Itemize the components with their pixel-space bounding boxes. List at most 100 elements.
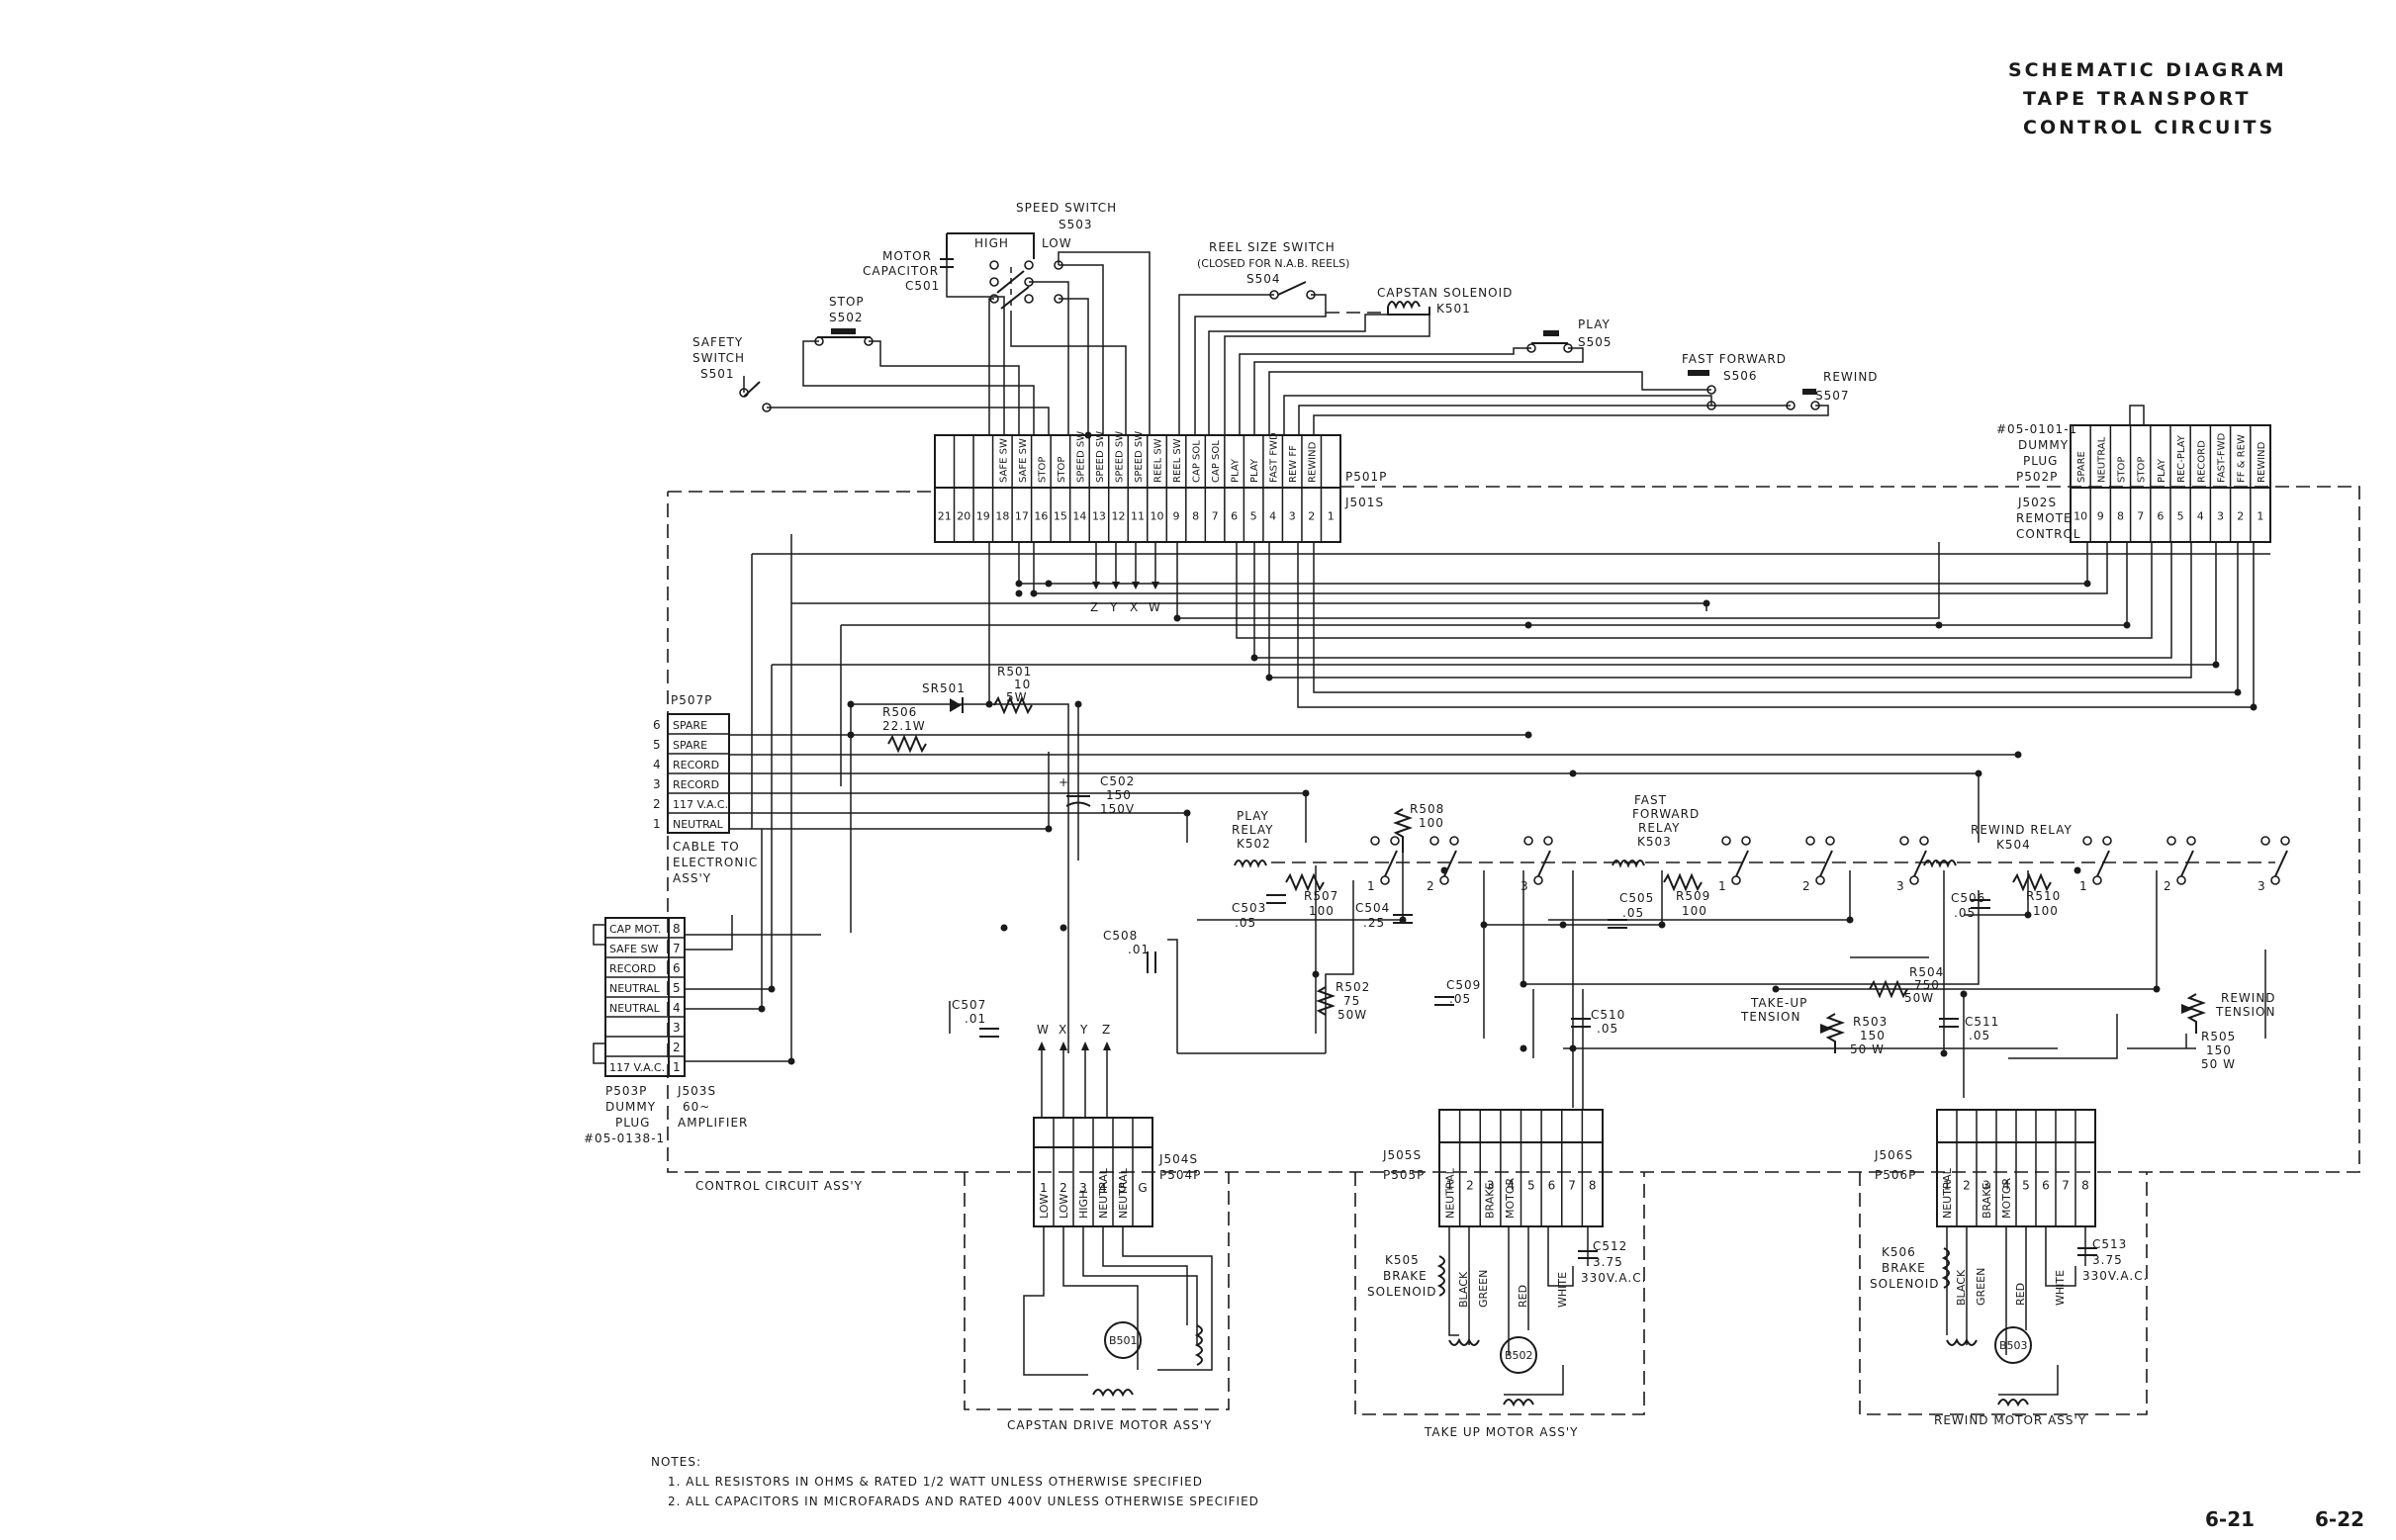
p501-signal-13: SPEED SW bbox=[1095, 431, 1106, 483]
c502-capacitor: C502 150 150V + bbox=[1059, 774, 1135, 816]
zyxw-arrows: Z Y X W bbox=[1090, 542, 1160, 614]
svg-text:Z: Z bbox=[1102, 1023, 1111, 1037]
j506b-wire-0: BRAKE bbox=[1981, 1183, 1993, 1219]
p501-signal-16: STOP bbox=[1037, 457, 1048, 483]
svg-text:HIGH: HIGH bbox=[974, 236, 1009, 250]
svg-text:CABLE TO: CABLE TO bbox=[673, 840, 740, 854]
c508-capacitor: C508 .01 bbox=[1103, 929, 1156, 973]
svg-text:B502: B502 bbox=[1505, 1349, 1533, 1362]
p502-signal-4: RECORD bbox=[2196, 440, 2207, 483]
j505-pin-2: 2 bbox=[1466, 1179, 1474, 1193]
p501-signal-17: SAFE SW bbox=[1018, 438, 1029, 483]
j506-pin-3: 3 bbox=[1982, 1179, 1990, 1193]
svg-text:C501: C501 bbox=[905, 279, 940, 293]
svg-text:C508: C508 bbox=[1103, 929, 1138, 943]
p507-signal-4: RECORD bbox=[673, 759, 719, 771]
p507-pin-4: 4 bbox=[653, 758, 661, 771]
svg-text:PLUG: PLUG bbox=[615, 1116, 650, 1130]
p507-pin-2: 2 bbox=[653, 797, 661, 811]
p502-signal-6: PLAY bbox=[2157, 458, 2167, 483]
svg-text:K502: K502 bbox=[1237, 837, 1271, 851]
svg-text:P506P: P506P bbox=[1875, 1168, 1916, 1182]
svg-text:S502: S502 bbox=[829, 311, 864, 324]
title-block: SCHEMATIC DIAGRAM TAPE TRANSPORT CONTROL… bbox=[2008, 59, 2287, 138]
relay-2-contact-2: 2 bbox=[2164, 879, 2171, 893]
j505b-wire-1: MOTOR bbox=[1504, 1177, 1517, 1219]
p501-signal-9: REEL SW bbox=[1172, 438, 1183, 483]
j504-wire-0: LOW bbox=[1038, 1194, 1051, 1219]
p507-pin-6: 6 bbox=[653, 718, 661, 732]
svg-text:C509: C509 bbox=[1446, 978, 1481, 992]
p503-pin-3: 3 bbox=[673, 1021, 681, 1035]
j504-pin-1: 1 bbox=[1040, 1181, 1048, 1195]
j505-color-white: WHITE bbox=[1556, 1272, 1569, 1308]
svg-text:PLUG: PLUG bbox=[2023, 454, 2058, 468]
stop-switch: STOP S502 bbox=[814, 295, 874, 346]
svg-text:J504S: J504S bbox=[1158, 1152, 1198, 1166]
svg-text:R510: R510 bbox=[2026, 889, 2061, 903]
p501-signal-12: SPEED SW bbox=[1114, 431, 1125, 483]
j504-pin-G: G bbox=[1138, 1181, 1147, 1195]
svg-text:SOLENOID: SOLENOID bbox=[1870, 1277, 1940, 1291]
svg-text:S501: S501 bbox=[700, 367, 735, 381]
j504-wire-1: LOW bbox=[1058, 1194, 1070, 1219]
p501-pin-2: 2 bbox=[1308, 510, 1315, 523]
page-number-right: 6-22 bbox=[2315, 1507, 2364, 1531]
p503-pin-7: 7 bbox=[673, 942, 681, 955]
c513-capacitor: C513 3.75 330V.A.C. bbox=[2077, 1237, 2147, 1283]
j505-pin-6: 6 bbox=[1548, 1179, 1556, 1193]
svg-text:RELAY: RELAY bbox=[1638, 821, 1681, 835]
svg-text:C502: C502 bbox=[1100, 774, 1135, 788]
p501-pin-11: 11 bbox=[1131, 510, 1145, 523]
capstan-solenoid: CAPSTAN SOLENOID K501 bbox=[1326, 286, 1513, 316]
svg-text:#05-0138-1: #05-0138-1 bbox=[584, 1132, 665, 1145]
p502-signal-2: FF & REW bbox=[2237, 434, 2248, 483]
c509-capacitor: C509 .05 bbox=[1434, 978, 1481, 1006]
p501-signal-15: STOP bbox=[1057, 457, 1067, 483]
p501-signal-11: SPEED SW bbox=[1134, 431, 1145, 483]
p502-signal-1: REWIND bbox=[2257, 441, 2267, 483]
svg-text:C505: C505 bbox=[1619, 891, 1654, 905]
svg-text:REWIND RELAY: REWIND RELAY bbox=[1971, 823, 2073, 837]
control-assy-label: CONTROL CIRCUIT ASS'Y bbox=[695, 1179, 863, 1193]
j505-pin-1: 1 bbox=[1445, 1179, 1453, 1193]
j506-pin-5: 5 bbox=[2022, 1179, 2030, 1193]
p507-pin-3: 3 bbox=[653, 777, 661, 791]
svg-text:MOTOR: MOTOR bbox=[882, 249, 932, 263]
title-line-3: CONTROL CIRCUITS bbox=[2023, 117, 2275, 138]
p503-signal-6: RECORD bbox=[609, 962, 656, 975]
p503-pin-6: 6 bbox=[673, 961, 681, 975]
svg-text:SAFETY: SAFETY bbox=[692, 335, 743, 349]
p503-pin-4: 4 bbox=[673, 1001, 681, 1015]
svg-text:RELAY: RELAY bbox=[1232, 823, 1274, 837]
svg-text:J505S: J505S bbox=[1382, 1148, 1422, 1162]
takeup-assy-boundary bbox=[1354, 1172, 1645, 1415]
title-line-1: SCHEMATIC DIAGRAM bbox=[2008, 59, 2287, 81]
p502-pin-3: 3 bbox=[2217, 510, 2224, 523]
page-number-left: 6-21 bbox=[2205, 1507, 2255, 1531]
p501-signal-10: REEL SW bbox=[1153, 438, 1164, 483]
p501-signal-18: SAFE SW bbox=[998, 438, 1009, 483]
svg-text:S505: S505 bbox=[1578, 335, 1613, 349]
svg-text:330V.A.C.: 330V.A.C. bbox=[1581, 1271, 1646, 1285]
p507-signal-1: NEUTRAL bbox=[673, 818, 724, 831]
p501-pin-20: 20 bbox=[957, 510, 970, 523]
svg-text:CAPSTAN SOLENOID: CAPSTAN SOLENOID bbox=[1377, 286, 1513, 300]
svg-text:50 W: 50 W bbox=[2201, 1057, 2236, 1071]
p501-pin-21: 21 bbox=[938, 510, 952, 523]
svg-text:P503P: P503P bbox=[605, 1084, 647, 1098]
p503-signal-7: SAFE SW bbox=[609, 943, 658, 955]
svg-text:50W: 50W bbox=[1904, 991, 1934, 1005]
svg-text:+: + bbox=[1059, 775, 1069, 789]
j504-wire-4: NEUTRAL bbox=[1117, 1167, 1130, 1219]
svg-text:100: 100 bbox=[1419, 816, 1444, 830]
relay-0-contact-1: 1 bbox=[1367, 879, 1375, 893]
svg-text:K503: K503 bbox=[1637, 835, 1672, 849]
takeup-tension: TAKE-UP TENSION bbox=[1740, 996, 1806, 1024]
svg-text:S507: S507 bbox=[1815, 389, 1850, 403]
svg-text:SR501: SR501 bbox=[922, 681, 966, 695]
j505-color-black: BLACK bbox=[1457, 1271, 1470, 1308]
